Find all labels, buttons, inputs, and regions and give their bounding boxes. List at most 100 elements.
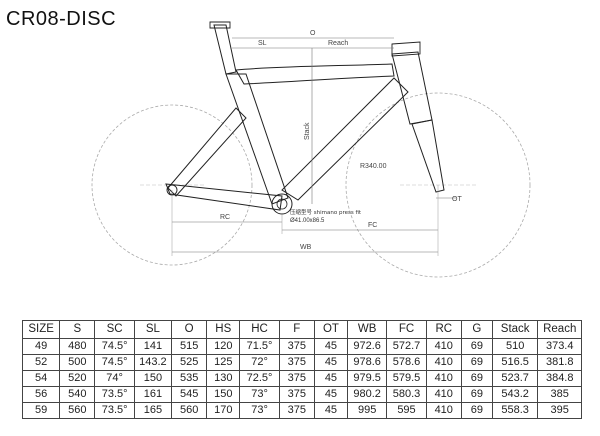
label-reach: Reach: [328, 40, 348, 47]
table-cell: 515: [171, 338, 208, 355]
frame-geometry-diagram: SL O Reach Stack RC FC WB OT R340.00 压缩型…: [91, 21, 531, 278]
table-cell: 141: [133, 338, 173, 355]
table-cell: 45: [313, 370, 349, 387]
table-cell: 49: [21, 338, 61, 355]
col-header: WB: [346, 320, 388, 339]
table-cell: 980.2: [346, 386, 388, 403]
table-cell: 560: [171, 402, 208, 419]
table-cell: 558.3: [491, 402, 539, 419]
col-header: RC: [425, 320, 462, 339]
col-header: HS: [206, 320, 241, 339]
label-stack: Stack: [304, 122, 311, 140]
label-fc: FC: [368, 222, 377, 229]
table-cell: 375: [278, 386, 315, 403]
table-cell: 410: [425, 338, 462, 355]
table-cell: 45: [313, 402, 349, 419]
col-header: HC: [239, 320, 280, 339]
table-cell: 395: [537, 402, 582, 419]
col-header: S: [59, 320, 96, 339]
table-cell: 69: [460, 402, 493, 419]
table-cell: 170: [206, 402, 241, 419]
table-cell: 143.2: [133, 354, 173, 371]
table-cell: 535: [171, 370, 208, 387]
chain-stay: [165, 183, 283, 211]
label-sl: SL: [258, 40, 267, 47]
page-title: CR08-DISC: [6, 8, 117, 30]
col-header: FC: [386, 320, 427, 339]
table-cell: 480: [59, 338, 96, 355]
table-cell: 410: [425, 370, 462, 387]
label-ot: OT: [452, 196, 462, 203]
table-cell: 978.6: [346, 354, 388, 371]
table-cell: 381.8: [537, 354, 582, 371]
label-o: O: [310, 30, 316, 37]
col-header: G: [460, 320, 493, 339]
table-cell: 373.4: [537, 338, 582, 355]
table-cell: 410: [425, 354, 462, 371]
table-cell: 972.6: [346, 338, 388, 355]
rear-wheel: [91, 104, 253, 266]
table-cell: 580.3: [386, 386, 427, 403]
table-cell: 560: [59, 402, 96, 419]
seatpost: [213, 24, 237, 75]
table-cell: 384.8: [537, 370, 582, 387]
table-cell: 572.7: [386, 338, 427, 355]
table-cell: 510: [491, 338, 539, 355]
table-cell: 45: [313, 338, 349, 355]
table-cell: 540: [59, 386, 96, 403]
table-cell: 130: [206, 370, 241, 387]
table-cell: 995: [346, 402, 388, 419]
table-cell: 375: [278, 402, 315, 419]
table-cell: 979.5: [346, 370, 388, 387]
table-cell: 150: [206, 386, 241, 403]
table-cell: 73°: [239, 402, 280, 419]
col-header: O: [171, 320, 208, 339]
table-cell: 45: [313, 386, 349, 403]
table-cell: 375: [278, 338, 315, 355]
bottom-bracket-inner: [276, 198, 288, 210]
col-header: F: [278, 320, 315, 339]
stem: [391, 41, 421, 57]
table-cell: 165: [133, 402, 173, 419]
col-header: SL: [133, 320, 173, 339]
col-header: Reach: [537, 320, 582, 339]
table-cell: 125: [206, 354, 241, 371]
head-tube: [391, 51, 433, 125]
fork: [411, 119, 445, 193]
table-cell: 595: [386, 402, 427, 419]
table-cell: 516.5: [491, 354, 539, 371]
table-cell: 74°: [94, 370, 135, 387]
table-cell: 73.5°: [94, 386, 135, 403]
col-header: SC: [94, 320, 135, 339]
table-cell: 578.6: [386, 354, 427, 371]
table-header-row: SIZE S SC SL O HS HC F OT WB FC RC G Sta…: [21, 320, 582, 339]
table-cell: 375: [278, 354, 315, 371]
table-cell: 375: [278, 370, 315, 387]
table-cell: 120: [206, 338, 241, 355]
seat-clamp: [209, 21, 231, 29]
label-bb-dimension: Ø41.00x86.5: [290, 218, 325, 224]
label-bb-note: 压缩型号 shimano press fit: [290, 208, 362, 216]
label-wheel-radius: R340.00: [360, 163, 387, 170]
table-cell: 520: [59, 370, 96, 387]
table-cell: 579.5: [386, 370, 427, 387]
label-rc: RC: [220, 214, 230, 221]
table-cell: 410: [425, 402, 462, 419]
table-cell: 69: [460, 386, 493, 403]
table-cell: 72°: [239, 354, 280, 371]
table-cell: 73.5°: [94, 402, 135, 419]
seat-stay: [167, 107, 247, 197]
table-cell: 69: [460, 370, 493, 387]
top-tube: [235, 63, 395, 85]
table-cell: 54: [21, 370, 61, 387]
table-cell: 385: [537, 386, 582, 403]
table-cell: 74.5°: [94, 338, 135, 355]
table-cell: 59: [21, 402, 61, 419]
table-cell: 73°: [239, 386, 280, 403]
table-cell: 52: [21, 354, 61, 371]
table-cell: 71.5°: [239, 338, 280, 355]
